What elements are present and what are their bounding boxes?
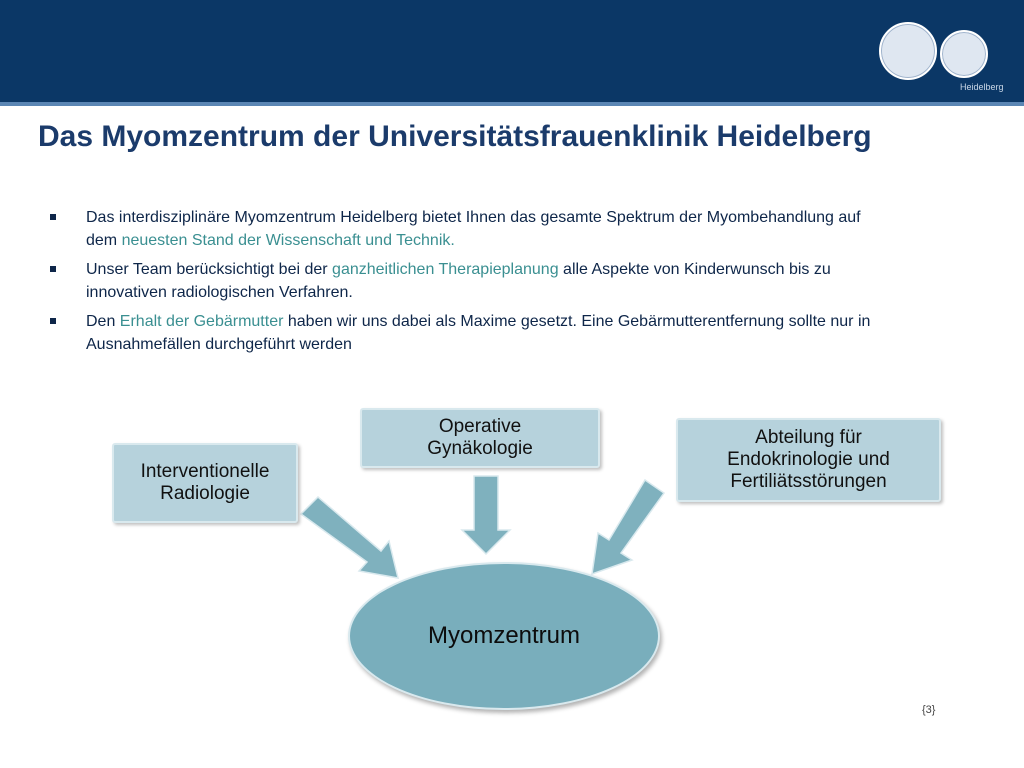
- bullet-item: Den Erhalt der Gebärmutter haben wir uns…: [48, 310, 888, 356]
- center-label: Myomzentrum: [427, 622, 581, 649]
- bullet-text: Das interdisziplinäre Myomzentrum Heidel…: [86, 209, 861, 249]
- myomzentrum-center: Myomzentrum: [348, 562, 660, 710]
- brand-label: Heidelberg: [960, 82, 1004, 92]
- bullet-highlight: ganzheitlichen Therapieplanung: [332, 261, 559, 278]
- faculty-seal-icon: [940, 30, 988, 78]
- bullet-square-icon: [50, 266, 56, 272]
- arrow-right-icon: [591, 478, 666, 576]
- bullet-text: Den: [86, 313, 120, 330]
- slide-title: Das Myomzentrum der Universitätsfrauenkl…: [38, 120, 872, 153]
- interventional-radiology-box: Interventionelle Radiologie: [112, 443, 298, 523]
- bullet-item: Unser Team berücksichtigt bei der ganzhe…: [48, 258, 888, 304]
- box-label: Abteilung für Endokrinologie und Fertili…: [727, 427, 890, 492]
- box-label: Operative Gynäkologie: [427, 416, 533, 459]
- bullet-highlight: Erhalt der Gebärmutter: [119, 313, 284, 330]
- bullet-item: Das interdisziplinäre Myomzentrum Heidel…: [48, 206, 888, 252]
- arrow-left-icon: [299, 495, 400, 579]
- bullet-text: haben wir uns dabei als Maxime gesetzt. …: [86, 313, 871, 353]
- bullet-text: Unser Team berücksichtigt bei der: [86, 261, 333, 278]
- endocrinology-box: Abteilung für Endokrinologie und Fertili…: [676, 418, 941, 502]
- header-divider: [0, 102, 1024, 106]
- bullet-square-icon: [50, 318, 56, 324]
- arrow-top-icon: [460, 475, 512, 556]
- page-number: {3}: [922, 704, 936, 716]
- box-label: Interventionelle Radiologie: [140, 461, 270, 504]
- bullet-highlight: neuesten Stand der Wissenschaft und Tech…: [121, 232, 455, 249]
- operative-gynecology-box: Operative Gynäkologie: [360, 408, 600, 468]
- bullet-list: Das interdisziplinäre Myomzentrum Heidel…: [48, 206, 888, 362]
- bullet-square-icon: [50, 214, 56, 220]
- bullet-text: alle Aspekte von Kinderwunsch bis zu inn…: [86, 261, 831, 301]
- university-seal-icon: [879, 22, 937, 80]
- header-bar: [0, 0, 1024, 102]
